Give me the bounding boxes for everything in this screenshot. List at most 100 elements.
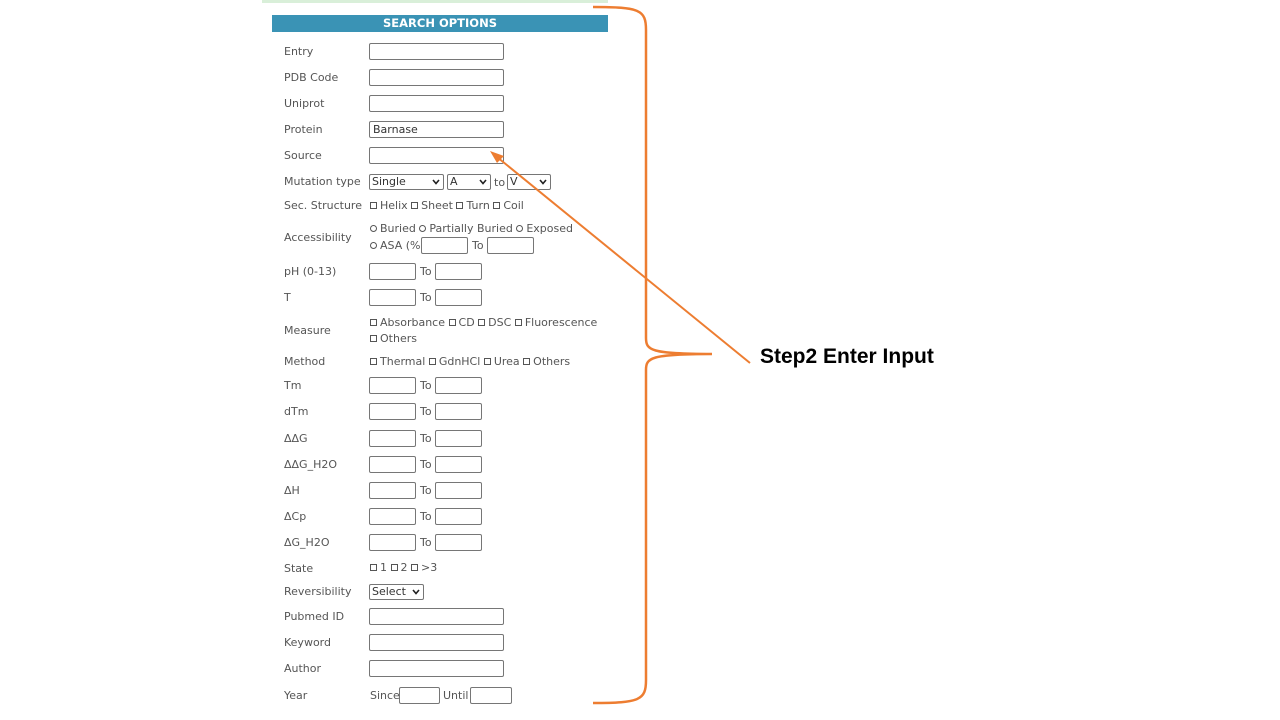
dh-label: ΔH [284, 484, 300, 497]
author-input[interactable] [369, 660, 504, 677]
source-input[interactable] [369, 147, 504, 164]
pubmed-id-label: Pubmed ID [284, 610, 345, 623]
top-divider [262, 0, 608, 3]
year-until-input[interactable] [470, 687, 512, 704]
dh-to-input[interactable] [435, 482, 482, 499]
method-label: Method [284, 355, 326, 368]
exposed-radio[interactable] [516, 224, 524, 232]
cd-checkbox[interactable] [448, 318, 456, 326]
ddg-h2o-to-input[interactable] [435, 456, 482, 473]
asa-label: ASA (%) [380, 239, 425, 252]
dg-h2o-to-text: To [420, 536, 432, 549]
chevron-down-icon [412, 589, 420, 595]
dh-from-input[interactable] [369, 482, 416, 499]
curly-brace [592, 5, 713, 705]
measure-options: Absorbance CD DSC Fluorescence [370, 316, 597, 330]
exposed-label: Exposed [526, 222, 573, 235]
buried-label: Buried [380, 222, 416, 235]
mutation-type-select[interactable]: Single [369, 174, 444, 190]
pubmed-id-input[interactable] [369, 608, 504, 625]
reversibility-value: Select [372, 585, 406, 598]
buried-radio[interactable] [370, 224, 377, 232]
reversibility-select[interactable]: Select [369, 584, 424, 600]
dtm-from-input[interactable] [369, 403, 416, 420]
chevron-down-icon [479, 179, 487, 185]
urea-checkbox[interactable] [483, 357, 491, 365]
ph-from-input[interactable] [369, 263, 416, 280]
ph-to-input[interactable] [435, 263, 482, 280]
partially-buried-radio[interactable] [419, 224, 427, 232]
ddg-h2o-label: ΔΔG_H2O [284, 458, 338, 471]
measure-others-checkbox[interactable] [370, 334, 377, 342]
thermal-checkbox[interactable] [370, 357, 377, 365]
search-options-header: SEARCH OPTIONS [272, 15, 608, 32]
dtm-to-input[interactable] [435, 403, 482, 420]
protein-input[interactable]: Barnase [369, 121, 504, 138]
dg-h2o-label: ΔG_H2O [284, 536, 330, 549]
ddg-from-input[interactable] [369, 430, 416, 447]
t-from-input[interactable] [369, 289, 416, 306]
ddg-to-input[interactable] [435, 430, 482, 447]
dcp-from-input[interactable] [369, 508, 416, 525]
asa-row: ASA (%) [370, 239, 425, 253]
dh-to-text: To [420, 484, 432, 497]
measure-label: Measure [284, 324, 331, 337]
ddg-h2o-from-input[interactable] [369, 456, 416, 473]
entry-label: Entry [284, 45, 314, 58]
state-1-label: 1 [380, 561, 387, 574]
chevron-down-icon [539, 179, 547, 185]
pdb-code-label: PDB Code [284, 71, 339, 84]
t-label: T [284, 291, 291, 304]
state-2-checkbox[interactable] [390, 563, 398, 571]
turn-checkbox[interactable] [456, 201, 464, 209]
year-since-input[interactable] [399, 687, 440, 704]
reversibility-label: Reversibility [284, 585, 352, 598]
gdnhcl-checkbox[interactable] [428, 357, 436, 365]
tm-from-input[interactable] [369, 377, 416, 394]
asa-to-input[interactable] [487, 237, 534, 254]
keyword-input[interactable] [369, 634, 504, 651]
chevron-down-icon [432, 179, 440, 185]
state-3-checkbox[interactable] [411, 563, 418, 571]
fluorescence-label: Fluorescence [524, 316, 598, 329]
mutation-type-value: Single [372, 175, 406, 188]
mutation-type-label: Mutation type [284, 175, 361, 188]
uniprot-input[interactable] [369, 95, 504, 112]
coil-checkbox[interactable] [493, 201, 501, 209]
method-others-checkbox[interactable] [523, 357, 531, 365]
sec-structure-label: Sec. Structure [284, 199, 362, 212]
absorbance-checkbox[interactable] [370, 318, 377, 326]
sheet-checkbox[interactable] [411, 201, 419, 209]
state-2-label: 2 [400, 561, 408, 574]
dg-h2o-to-input[interactable] [435, 534, 482, 551]
asa-radio[interactable] [370, 241, 377, 249]
fluorescence-checkbox[interactable] [514, 318, 522, 326]
t-to-text: To [420, 291, 432, 304]
tm-to-input[interactable] [435, 377, 482, 394]
dsc-checkbox[interactable] [478, 318, 486, 326]
keyword-label: Keyword [284, 636, 331, 649]
dtm-label: dTm [284, 405, 309, 418]
mutation-to-value: V [510, 175, 518, 188]
dg-h2o-from-input[interactable] [369, 534, 416, 551]
sheet-label: Sheet [421, 199, 453, 212]
pdb-code-input[interactable] [369, 69, 504, 86]
uniprot-label: Uniprot [284, 97, 325, 110]
mutation-to-text: to [494, 176, 506, 189]
helix-checkbox[interactable] [370, 201, 377, 209]
mutation-to-select[interactable]: V [507, 174, 551, 190]
asa-from-input[interactable] [421, 237, 468, 254]
helix-label: Helix [380, 199, 408, 212]
ph-to-text: To [420, 265, 432, 278]
entry-input[interactable] [369, 43, 504, 60]
mutation-from-select[interactable]: A [447, 174, 491, 190]
turn-label: Turn [466, 199, 490, 212]
mutation-from-value: A [450, 175, 458, 188]
coil-label: Coil [503, 199, 524, 212]
measure-others-label: Others [380, 332, 417, 345]
tm-to-text: To [420, 379, 432, 392]
dcp-to-input[interactable] [435, 508, 482, 525]
ph-label: pH (0-13) [284, 265, 337, 278]
state-1-checkbox[interactable] [370, 563, 377, 571]
t-to-input[interactable] [435, 289, 482, 306]
